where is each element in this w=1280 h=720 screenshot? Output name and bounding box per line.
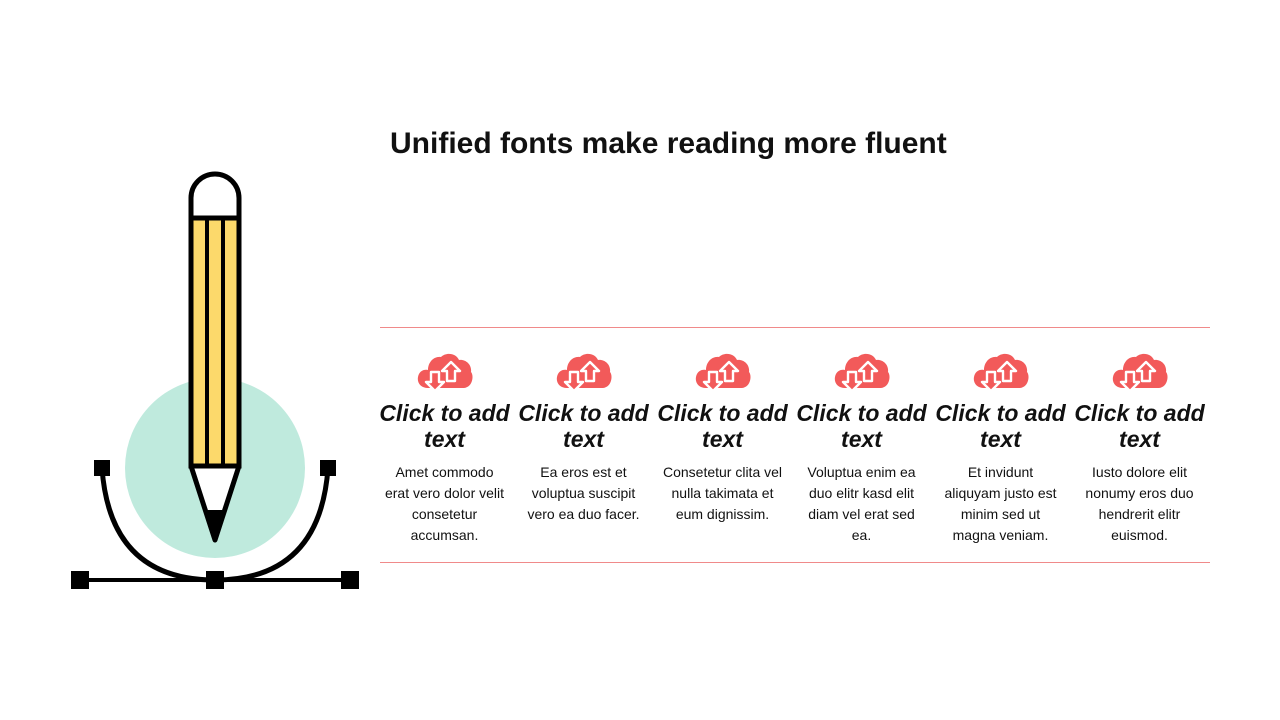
item-description[interactable]: Consetetur clita vel nulla takimata et e… — [662, 464, 783, 522]
slide-title[interactable]: Unified fonts make reading more fluent — [390, 127, 947, 160]
cloud-sync-icon — [695, 353, 751, 393]
item-description[interactable]: Iusto dolore elit nonumy eros duo hendre… — [1085, 464, 1194, 543]
list-item-2: Click to add text Ea eros est et voluptu… — [514, 350, 653, 560]
list-item-1: Click to add text Amet commodo erat vero… — [375, 350, 514, 560]
cloud-sync-icon — [834, 353, 890, 393]
pencil-body — [188, 215, 242, 469]
item-heading[interactable]: Click to add text — [796, 400, 927, 452]
item-description[interactable]: Amet commodo erat vero dolor velit conse… — [384, 464, 505, 543]
cloud-sync-icon — [417, 353, 473, 393]
item-description[interactable]: Et invidunt aliquyam justo est minim sed… — [944, 464, 1057, 543]
cloud-sync-icon — [973, 353, 1029, 393]
items-row: Click to add text Amet commodo erat vero… — [375, 350, 1209, 560]
anchor-top-left — [94, 460, 110, 476]
anchor-bottom-center — [206, 571, 224, 589]
list-item-3: Click to add text Consetetur clita vel n… — [653, 350, 792, 560]
item-heading[interactable]: Click to add text — [518, 400, 649, 452]
anchor-bottom-right — [341, 571, 359, 589]
anchor-bottom-left — [71, 571, 89, 589]
item-heading[interactable]: Click to add text — [1074, 400, 1205, 452]
item-heading[interactable]: Click to add text — [657, 400, 788, 452]
anchor-top-right — [320, 460, 336, 476]
top-divider — [380, 327, 1210, 328]
list-item-5: Click to add text Et invidunt aliquyam j… — [931, 350, 1070, 560]
list-item-6: Click to add text Iusto dolore elit nonu… — [1070, 350, 1209, 560]
item-description[interactable]: Ea eros est et voluptua suscipit vero ea… — [527, 464, 640, 522]
bottom-divider — [380, 562, 1210, 563]
pencil-eraser — [188, 171, 242, 221]
cloud-sync-icon — [556, 353, 612, 393]
cloud-sync-icon — [1112, 353, 1168, 393]
pencil-tip — [188, 463, 242, 543]
pencil-bezier-icon — [71, 171, 359, 589]
item-description[interactable]: Voluptua enim ea duo elitr kasd elit dia… — [807, 464, 916, 543]
item-heading[interactable]: Click to add text — [935, 400, 1066, 452]
item-heading[interactable]: Click to add text — [379, 400, 510, 452]
list-item-4: Click to add text Voluptua enim ea duo e… — [792, 350, 931, 560]
pencil-lead — [205, 510, 225, 540]
